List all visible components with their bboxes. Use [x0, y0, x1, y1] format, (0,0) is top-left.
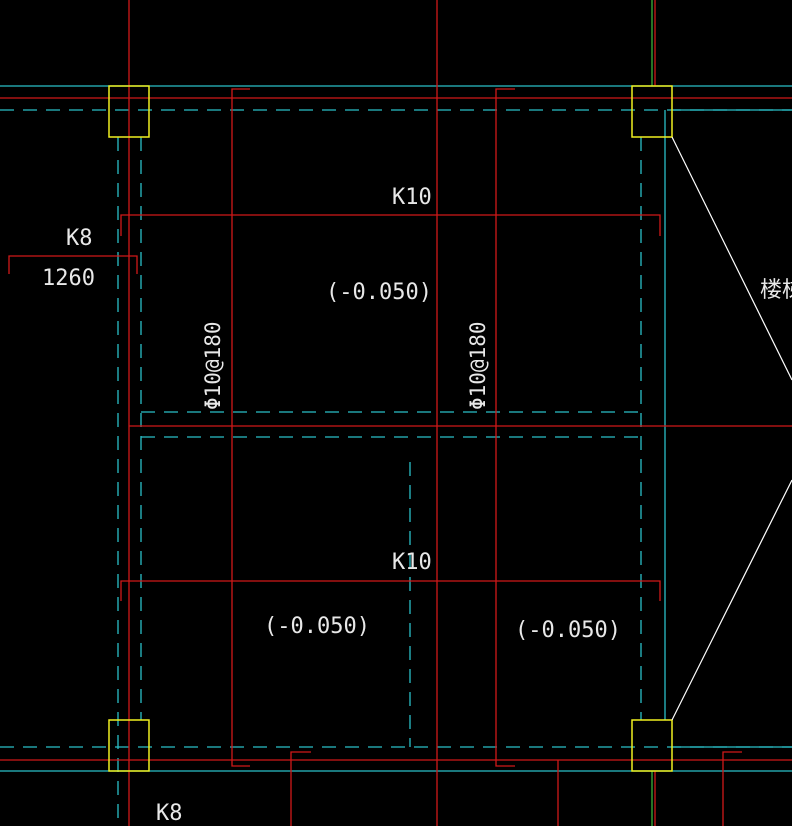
column-top-left: [108, 85, 150, 138]
beam-label-top: K10: [392, 185, 432, 210]
column-bottom-left: [108, 719, 150, 772]
stair-label: 楼梯: [760, 278, 792, 303]
column-top-right: [631, 85, 673, 138]
beam-label-left-bottom: K8: [156, 801, 183, 826]
stair-outline: [671, 136, 792, 721]
rebar-label-left: Φ10@180: [201, 321, 225, 410]
beam-label-left: K8: [66, 226, 93, 251]
elevation-bottom-right: (-0.050): [515, 618, 621, 643]
elevation-bottom-left: (-0.050): [264, 614, 370, 639]
rebar-label-right: Φ10@180: [466, 321, 490, 410]
columns: [108, 85, 673, 772]
beam-label-bottom: K10: [392, 550, 432, 575]
dimension-left: 1260: [42, 266, 95, 291]
column-bottom-right: [631, 719, 673, 772]
elevation-top: (-0.050): [326, 280, 432, 305]
